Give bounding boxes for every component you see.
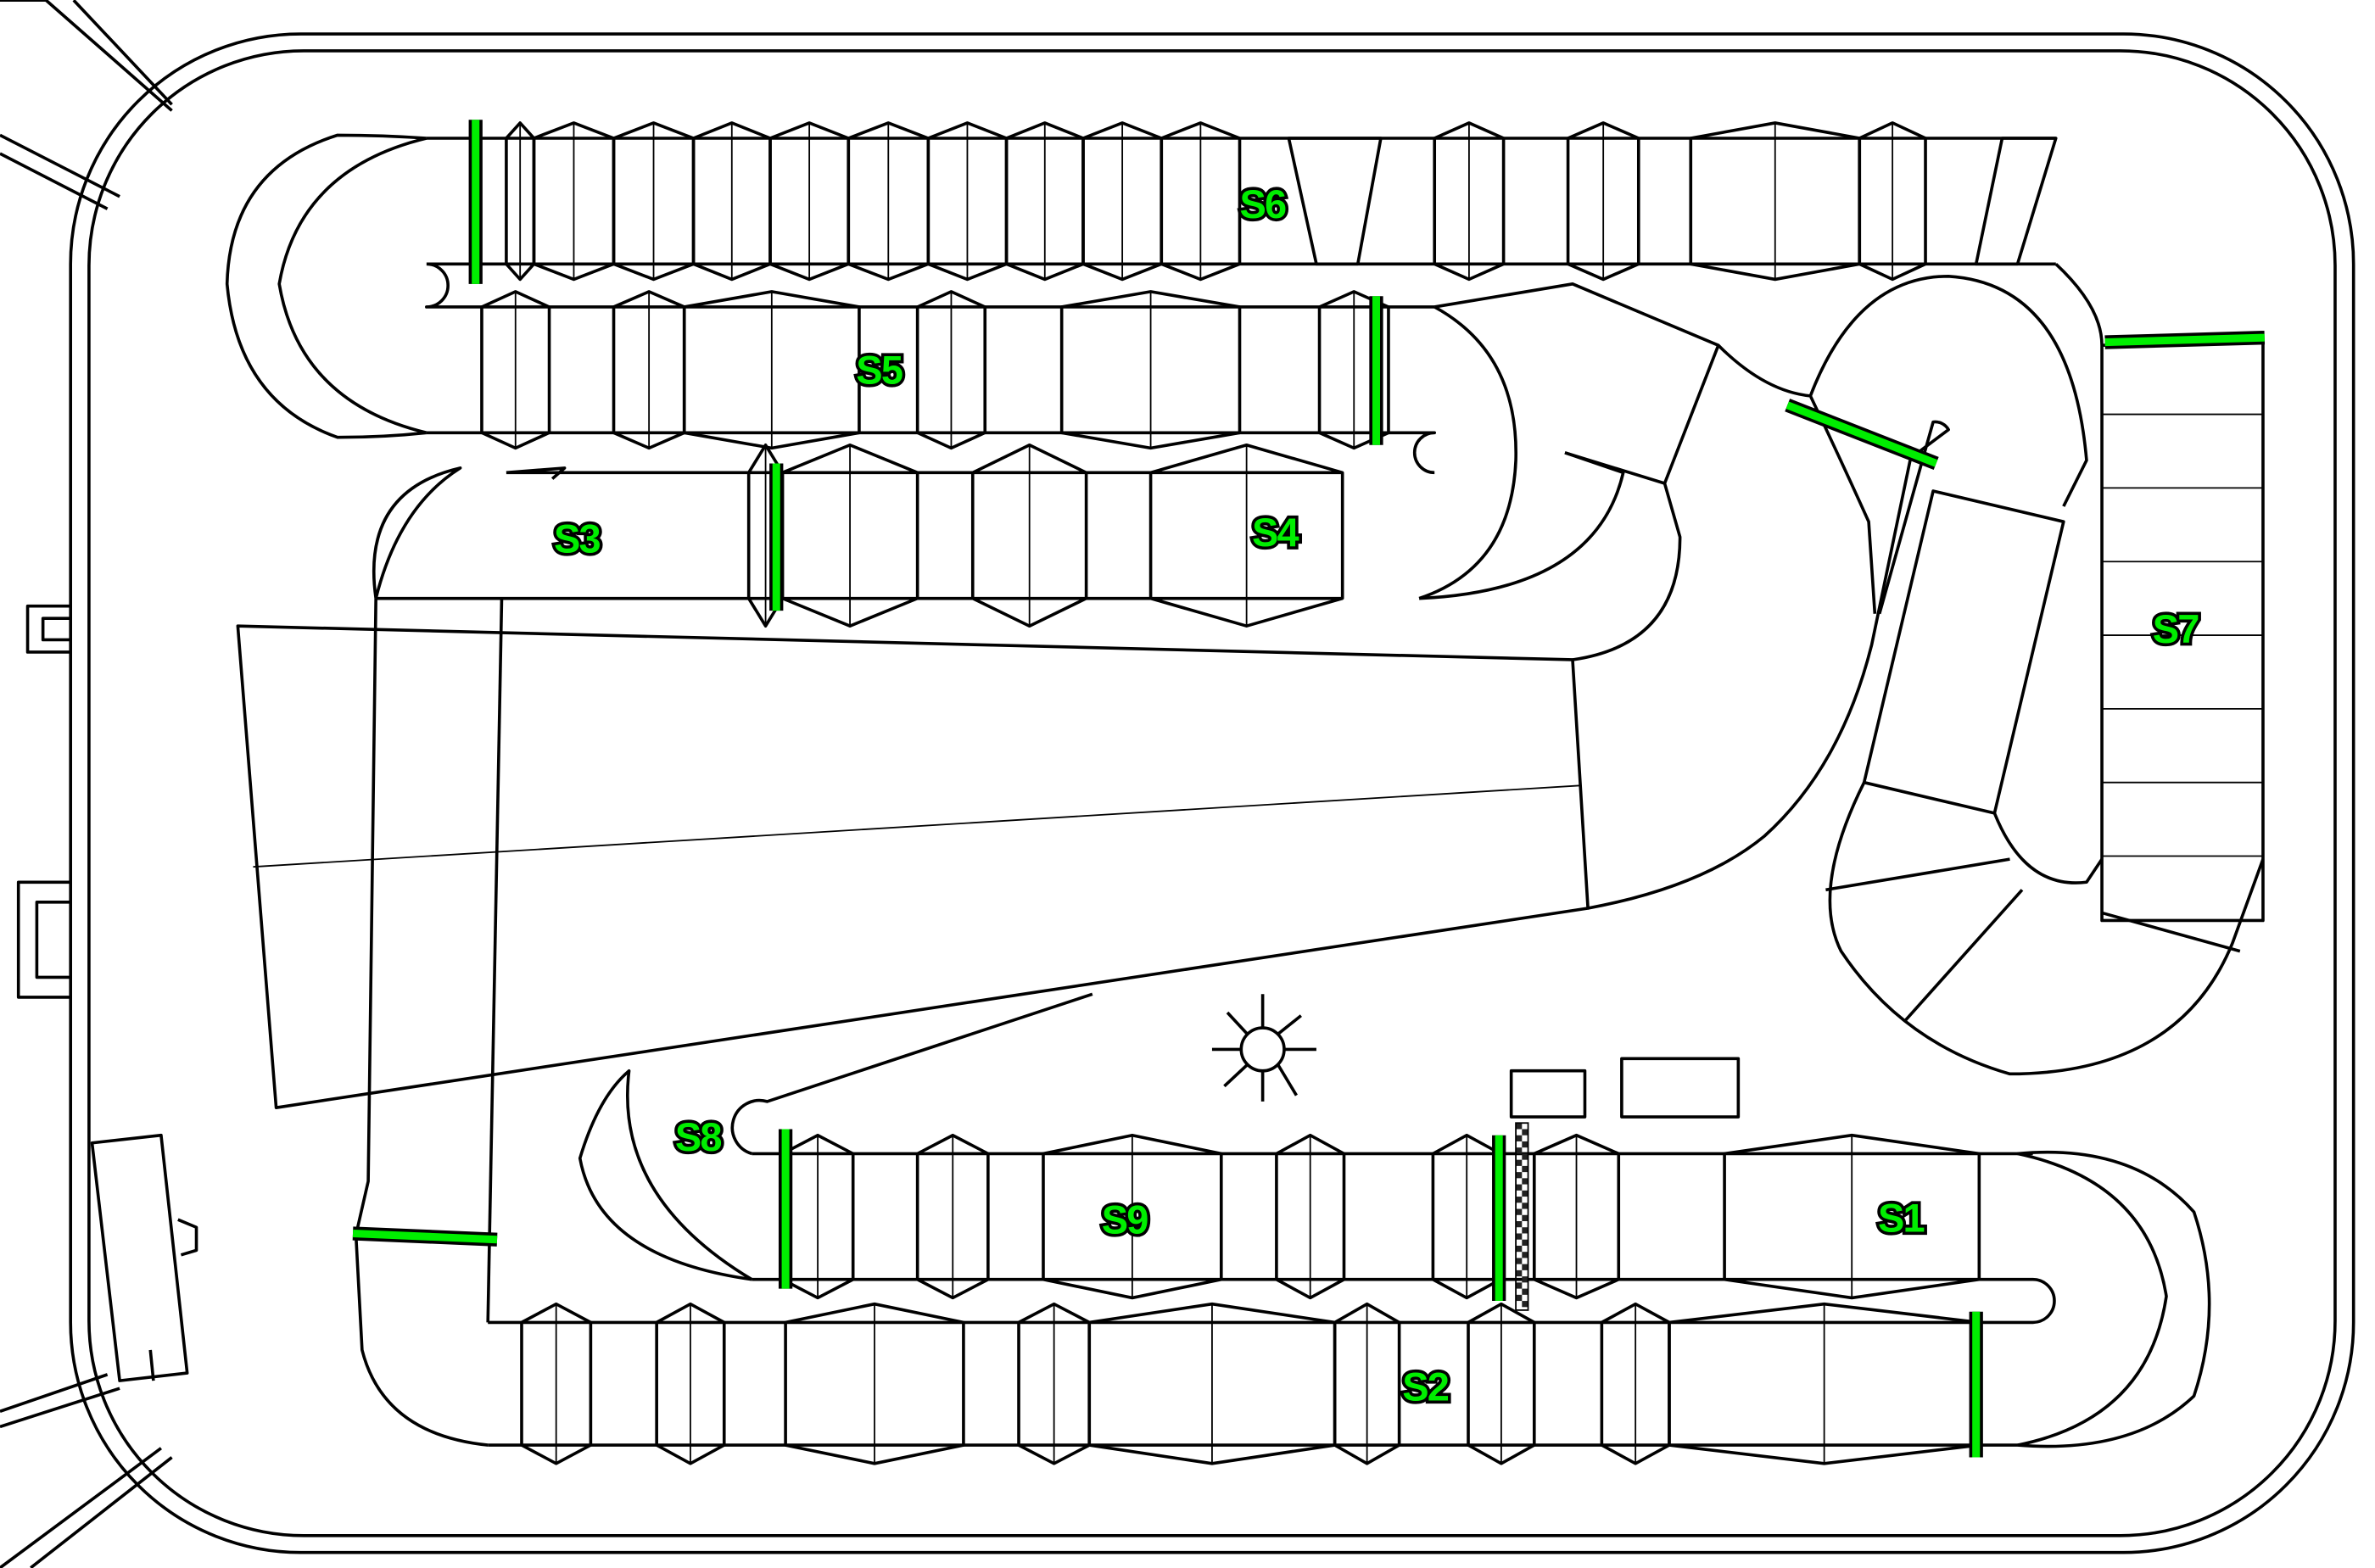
section-label-s4: S4	[1252, 510, 1299, 555]
track-block	[1287, 137, 1383, 266]
checker-square	[1522, 1214, 1528, 1222]
start-finish-line	[1515, 1122, 1529, 1311]
section-label-s8: S8	[675, 1114, 722, 1159]
checker-square	[1516, 1245, 1523, 1253]
checker-square	[1516, 1184, 1523, 1191]
checker-square	[1516, 1221, 1523, 1228]
checker-square	[1522, 1288, 1528, 1295]
checker-square	[1522, 1129, 1528, 1136]
checker-square	[1516, 1269, 1523, 1277]
checker-square	[1516, 1258, 1523, 1264]
checker-square	[1522, 1301, 1528, 1308]
checker-square	[1522, 1227, 1528, 1234]
checker-square	[1522, 1252, 1528, 1258]
timing-marker	[352, 1229, 498, 1244]
checker-square	[1522, 1239, 1528, 1246]
timing-marker	[2104, 333, 2265, 347]
checker-square	[1522, 1264, 1528, 1270]
track-block	[1974, 137, 2058, 266]
checker-square	[1516, 1233, 1523, 1240]
checker-square	[1516, 1172, 1523, 1179]
checker-square	[1522, 1190, 1528, 1197]
checker-square	[1516, 1208, 1523, 1215]
checker-square	[1522, 1141, 1528, 1148]
checker-square	[1516, 1123, 1523, 1130]
section-label-s7: S7	[2153, 606, 2199, 651]
timing-markers	[352, 120, 2266, 1458]
checker-square	[1522, 1165, 1528, 1173]
timing-marker	[1785, 401, 1938, 467]
section-label-s6: S6	[1239, 181, 1286, 226]
checker-square	[1522, 1276, 1528, 1283]
checker-square	[1522, 1153, 1528, 1160]
checker-square	[1522, 1203, 1528, 1209]
section-label-s3: S3	[554, 516, 601, 561]
section-label-s1: S1	[1878, 1196, 1925, 1241]
checker-square	[1516, 1147, 1523, 1154]
section-label-s2: S2	[1402, 1364, 1449, 1409]
checker-square	[1522, 1178, 1528, 1185]
checker-square	[1516, 1135, 1523, 1141]
checker-square	[1516, 1197, 1523, 1203]
checker-square	[1516, 1294, 1523, 1302]
sun-icon	[1211, 994, 1316, 1102]
checker-border	[1515, 1122, 1529, 1311]
section-label-s5: S5	[856, 347, 902, 392]
checker-square	[1516, 1159, 1523, 1166]
section-label-s9: S9	[1102, 1197, 1148, 1242]
checker-square	[1516, 1282, 1523, 1289]
